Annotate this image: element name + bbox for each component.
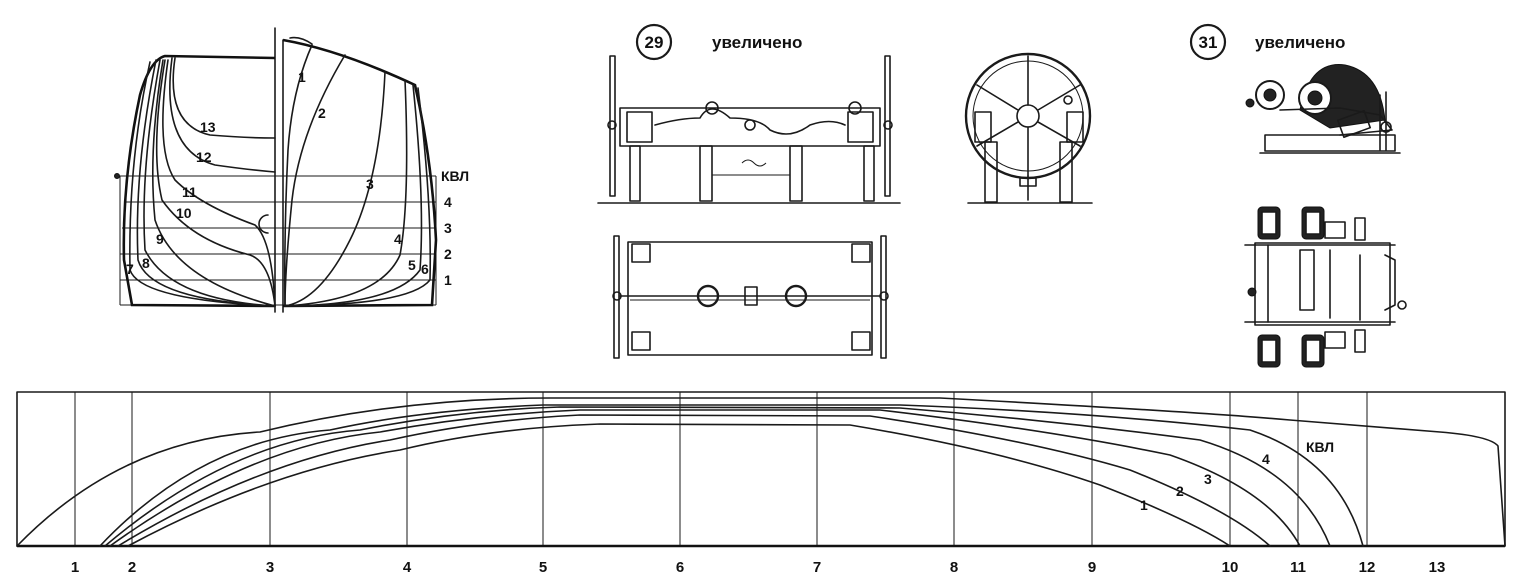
- figure-31-number-circle: [1189, 23, 1227, 61]
- waterline-label-3: 3: [444, 220, 452, 236]
- half-breadth-label-kvl: КВЛ: [1306, 439, 1334, 455]
- station-label-9: 9: [156, 231, 164, 247]
- station-label-12: 12: [196, 149, 212, 165]
- axis-station-4: 4: [403, 559, 412, 576]
- axis-station-5: 5: [539, 559, 547, 576]
- station-label-1: 1: [298, 69, 306, 85]
- figure-29-number: 29: [645, 33, 664, 52]
- axis-station-13: 13: [1429, 559, 1446, 576]
- station-label-7: 7: [126, 261, 134, 277]
- axis-station-8: 8: [950, 559, 958, 576]
- figure-29-plan-view: [612, 235, 889, 359]
- axis-station-7: 7: [813, 559, 821, 576]
- half-breadth-plan: 1 2 3 4 КВЛ 1 2 3 4 5 6 7 8 9 10 11 12 1…: [16, 391, 1506, 576]
- figure-29-caption: увеличено: [712, 33, 802, 52]
- waterline-label-4: 4: [444, 194, 452, 210]
- station-label-4: 4: [394, 231, 402, 247]
- figure-29-handwheel-view: [964, 52, 1093, 204]
- figure-29-number-circle: [635, 23, 673, 61]
- half-breadth-label-3: 3: [1204, 471, 1212, 487]
- station-label-11: 11: [182, 184, 197, 200]
- body-plan-bow-rail: [289, 36, 313, 45]
- half-breadth-waterlines: [16, 397, 1506, 547]
- waterline-label-1: 1: [444, 272, 452, 288]
- station-label-13: 13: [200, 119, 216, 135]
- axis-station-2: 2: [128, 559, 136, 576]
- axis-station-12: 12: [1359, 559, 1376, 576]
- axis-station-10: 10: [1222, 559, 1239, 576]
- body-plan-bow-sections: [282, 38, 438, 308]
- axis-station-11: 11: [1290, 559, 1306, 576]
- waterline-label-kvl: КВЛ: [441, 168, 469, 184]
- half-breadth-label-2: 2: [1176, 483, 1184, 499]
- station-label-5: 5: [408, 257, 416, 273]
- axis-station-6: 6: [676, 559, 684, 576]
- half-breadth-label-1: 1: [1140, 497, 1148, 513]
- figure-31-caption: увеличено: [1255, 33, 1345, 52]
- station-label-6: 6: [421, 261, 429, 277]
- station-label-8: 8: [142, 255, 150, 271]
- axis-station-1: 1: [71, 559, 79, 576]
- station-label-2: 2: [318, 105, 326, 121]
- station-label-3: 3: [366, 176, 374, 192]
- figure-31-number: 31: [1199, 33, 1218, 52]
- axis-station-9: 9: [1088, 559, 1096, 576]
- figure-29: 29 увеличено: [597, 23, 1093, 359]
- body-plan: 1 2 3 4 5 6 7 8 9 10 11 12 13 КВЛ 4 3 2 …: [114, 27, 469, 313]
- body-plan-fitting-icon: [114, 173, 120, 179]
- figure-31-winch-side-view: [1245, 64, 1401, 154]
- half-breadth-station-lines: [74, 392, 1368, 546]
- body-plan-stern-sections: [122, 54, 276, 308]
- waterline-label-2: 2: [444, 246, 452, 262]
- axis-station-3: 3: [266, 559, 274, 576]
- body-plan-shaft-boss: [258, 214, 269, 234]
- figure-31: 31 увеличено: [1189, 23, 1407, 368]
- figure-31-winch-plan-view: [1244, 206, 1407, 368]
- half-breadth-station-axis: 1 2 3 4 5 6 7 8 9 10 11 12 13: [71, 559, 1446, 576]
- station-label-10: 10: [176, 205, 192, 221]
- half-breadth-label-4: 4: [1262, 451, 1270, 467]
- figure-29-side-view: [597, 55, 901, 204]
